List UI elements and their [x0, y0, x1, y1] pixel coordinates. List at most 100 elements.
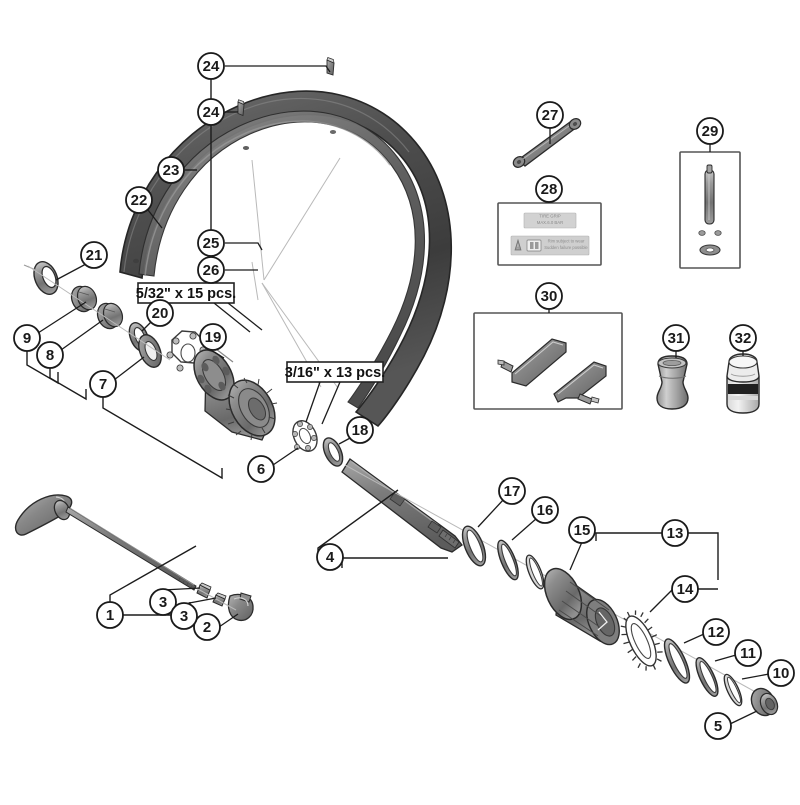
callout-lock-nut-left-outer[interactable]: 9 [13, 324, 41, 352]
callout-number: 24 [203, 58, 220, 75]
callout-bubble[interactable] [535, 175, 563, 203]
callout-number: 18 [352, 422, 369, 439]
callout-number: 4 [326, 549, 335, 566]
callout-bubble[interactable] [767, 659, 795, 687]
callout-bubble[interactable] [531, 496, 559, 524]
callout-spacer-ring[interactable]: 11 [734, 639, 762, 667]
spacer-ring-inner-part [497, 539, 519, 581]
tool-set-group [473, 312, 623, 410]
seal-ring-outer-part [723, 673, 743, 707]
callout-rim[interactable]: 22 [125, 186, 153, 214]
callout-layer: 1233456789101112131415161718192021222324… [13, 52, 795, 740]
callout-bubble[interactable] [704, 712, 732, 740]
callout-valve-and-tube-kit[interactable]: 29 [696, 117, 724, 145]
callout-number: 27 [542, 107, 559, 124]
callout-number: 28 [541, 181, 558, 198]
callout-warning-label-sticker[interactable]: 28 [535, 175, 563, 203]
callout-bubble[interactable] [36, 341, 64, 369]
callout-bubble[interactable] [80, 241, 108, 269]
callout-quick-release-skewer[interactable]: 1 [96, 601, 124, 629]
callout-bubble[interactable] [535, 282, 563, 310]
end-cap-left-part [23, 261, 59, 295]
callout-bubble[interactable] [536, 101, 564, 129]
callout-number: 10 [773, 665, 790, 682]
hub-axle-part [341, 458, 463, 553]
callout-spoke-short[interactable]: 26 [197, 256, 225, 284]
callout-bubble[interactable] [13, 324, 41, 352]
callout-number: 23 [163, 162, 180, 179]
callout-seal-ring-outer[interactable]: 10 [767, 659, 795, 687]
callout-cone-left[interactable]: 7 [89, 370, 117, 398]
callout-bubble[interactable] [696, 117, 724, 145]
ball-retainer-right-part [292, 420, 318, 452]
callout-bubble[interactable] [661, 519, 689, 547]
callout-bubble[interactable] [170, 602, 198, 630]
callout-number: 5 [714, 718, 722, 735]
callout-spoke-wrench-tool[interactable]: 27 [536, 101, 564, 129]
callout-number: 32 [735, 330, 752, 347]
callout-end-cap-left[interactable]: 21 [80, 241, 108, 269]
callout-bubble[interactable] [662, 324, 690, 352]
callout-bubble[interactable] [149, 588, 177, 616]
callout-spoke-long[interactable]: 25 [197, 229, 225, 257]
callout-number: 2 [203, 619, 211, 636]
svg-text:TIRE GRIP: TIRE GRIP [539, 214, 561, 219]
callout-hub-axle[interactable]: 4 [316, 543, 344, 571]
callout-number: 17 [504, 483, 521, 500]
callout-bubble[interactable] [197, 98, 225, 126]
callout-number: 3 [159, 594, 167, 611]
callout-nipple-long[interactable]: 24 [197, 52, 225, 80]
callout-lock-nut-right[interactable]: 5 [704, 712, 732, 740]
callout-number: 20 [152, 305, 169, 322]
callout-bubble[interactable] [671, 575, 699, 603]
spec-label-5-32-text: 5/32" x 15 pcs. [136, 286, 236, 302]
quick-release-spring-right-part [212, 592, 227, 607]
callout-number: 22 [131, 192, 148, 209]
callout-bubble[interactable] [316, 543, 344, 571]
callout-number: 21 [86, 247, 103, 264]
callout-quick-release-nut[interactable]: 2 [193, 613, 221, 641]
callout-bubble[interactable] [346, 416, 374, 444]
callout-bubble[interactable] [157, 156, 185, 184]
axle-washer-part [322, 437, 344, 467]
callout-rim-tool-set[interactable]: 30 [535, 282, 563, 310]
callout-bubble[interactable] [197, 52, 225, 80]
callout-bubble[interactable] [197, 229, 225, 257]
callout-lock-nut-left-inner[interactable]: 8 [36, 341, 64, 369]
callout-quick-release-spring-right[interactable]: 3 [170, 602, 198, 630]
seal-ring-inner-part [461, 525, 487, 567]
callout-hub-shell[interactable]: 19 [199, 323, 227, 351]
callout-bubble[interactable] [96, 601, 124, 629]
serrated-lock-washer-part [620, 610, 663, 671]
callout-bubble[interactable] [734, 639, 762, 667]
callout-nipple-short[interactable]: 24 [197, 98, 225, 126]
callout-rubber-sleeve[interactable]: 31 [662, 324, 690, 352]
callout-seal-ring-inner[interactable]: 17 [498, 477, 526, 505]
nipple-long-part [326, 57, 335, 76]
callout-freehub-body[interactable]: 15 [568, 516, 596, 544]
callout-bubble[interactable] [125, 186, 153, 214]
callout-dust-cap-left[interactable]: 20 [146, 299, 174, 327]
spacer-ring-part [695, 657, 719, 697]
callout-bubble[interactable] [729, 324, 757, 352]
callout-bubble[interactable] [89, 370, 117, 398]
callout-spacer-ring-inner[interactable]: 16 [531, 496, 559, 524]
callout-bubble[interactable] [498, 477, 526, 505]
callout-bubble[interactable] [193, 613, 221, 641]
callout-bubble[interactable] [247, 455, 275, 483]
callout-bubble[interactable] [197, 256, 225, 284]
callout-number: 9 [23, 330, 31, 347]
callout-grease-jar[interactable]: 32 [729, 324, 757, 352]
callout-bubble[interactable] [702, 618, 730, 646]
callout-freehub-assembly-bracket[interactable]: 13 [661, 519, 689, 547]
callout-axle-washer[interactable]: 18 [346, 416, 374, 444]
callout-spoke-and-nipple-bracket[interactable]: 23 [157, 156, 185, 184]
callout-serrated-lock-washer[interactable]: 14 [671, 575, 699, 603]
callout-bubble[interactable] [146, 299, 174, 327]
callout-bubble[interactable] [568, 516, 596, 544]
callout-quick-release-spring-left[interactable]: 3 [149, 588, 177, 616]
callout-washer-ring[interactable]: 12 [702, 618, 730, 646]
spoke-wrench-tool-part [512, 118, 582, 168]
callout-bubble[interactable] [199, 323, 227, 351]
callout-ball-retainer-right[interactable]: 6 [247, 455, 275, 483]
